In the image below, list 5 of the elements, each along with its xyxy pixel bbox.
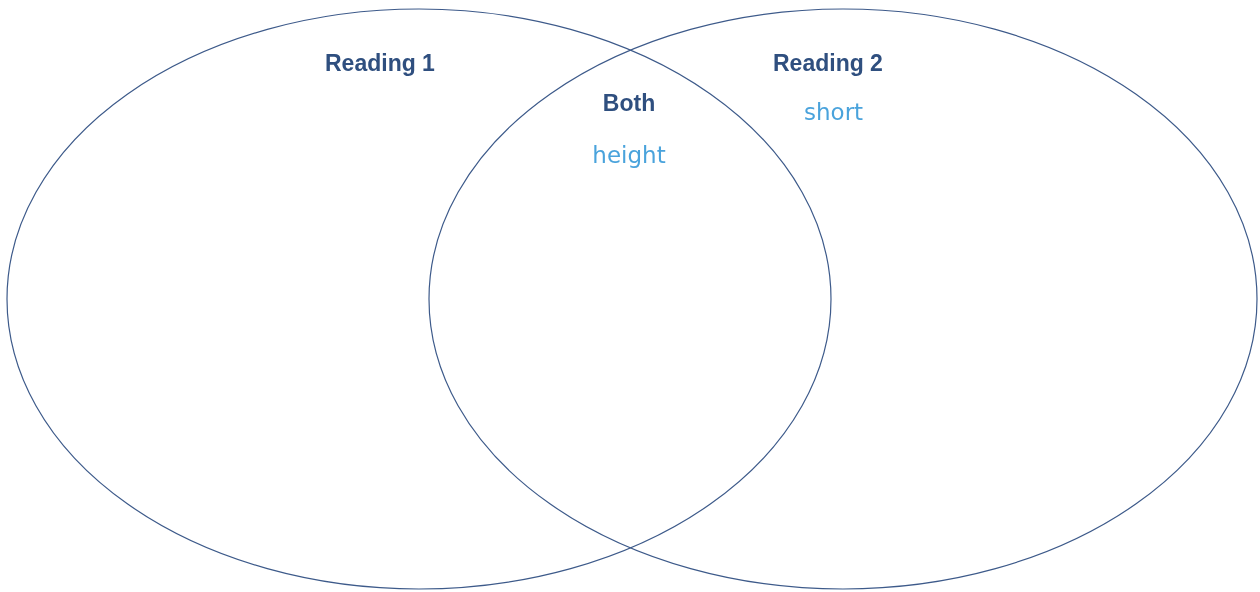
section-heading: Reading 1: [325, 52, 435, 75]
handwritten-answer: short: [804, 101, 864, 124]
section-heading: Reading 2: [773, 52, 883, 75]
section-heading: Both: [602, 92, 656, 115]
handwritten-answer: height: [592, 144, 666, 167]
